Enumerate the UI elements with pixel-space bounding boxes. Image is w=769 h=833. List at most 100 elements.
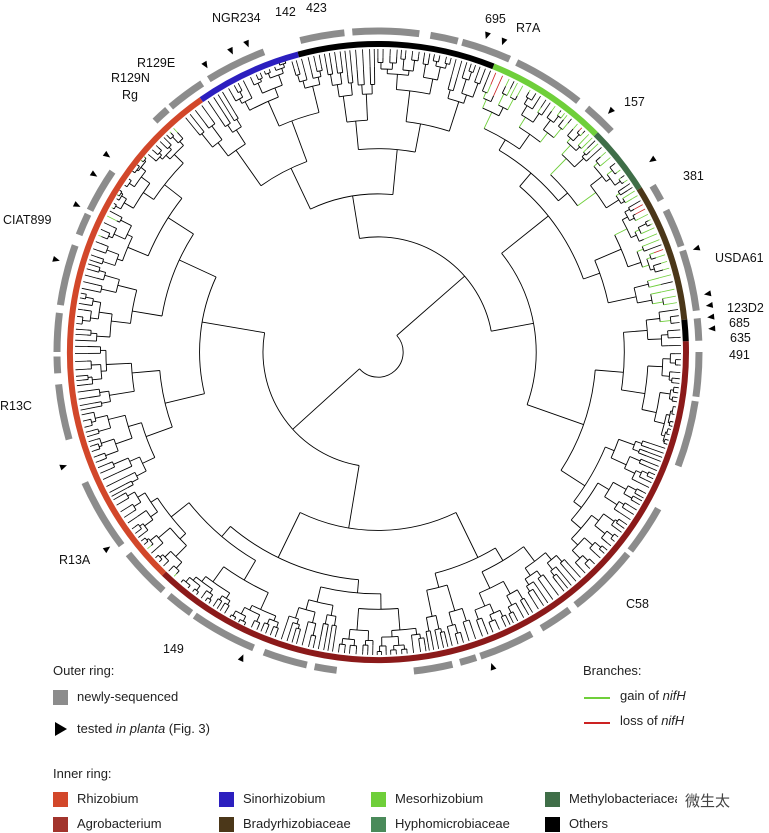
tree-stem <box>631 478 638 483</box>
tree-stem <box>438 57 440 62</box>
tree-node-arc <box>339 643 346 646</box>
tree-node-arc <box>391 627 416 631</box>
tree-leaf-branch <box>660 261 668 264</box>
tree-leaf-branch <box>650 472 656 476</box>
tree-stem <box>606 170 613 175</box>
tree-node-arc <box>433 60 439 63</box>
tree-leaf-branch <box>418 51 420 57</box>
swatch-bradyrhizobiaceae <box>219 817 234 832</box>
tree-node-arc <box>509 96 516 101</box>
tree-stem <box>519 172 532 187</box>
tree-stem <box>244 101 251 111</box>
tree-stem <box>630 208 635 212</box>
tree-leaf-branch <box>143 156 146 159</box>
tree-stem <box>642 244 647 247</box>
tree-node-arc <box>524 552 546 569</box>
tested-triangle-marker <box>485 31 491 40</box>
tree-node-arc <box>170 550 183 563</box>
tree-stem <box>581 142 588 149</box>
tree-node-arc <box>262 84 283 94</box>
tree-stem <box>500 616 504 620</box>
tree-stem <box>196 591 199 595</box>
tree-leaf-branch <box>674 382 680 384</box>
tree-stem <box>655 269 664 273</box>
tree-leaf-branch <box>592 561 595 565</box>
outer-ring-block <box>192 612 255 652</box>
tree-leaf-branch <box>559 571 572 586</box>
tested-triangle-marker <box>708 325 716 332</box>
tree-stem <box>177 132 184 139</box>
tree-stem <box>260 75 263 79</box>
tree-leaf-branch <box>250 77 254 83</box>
tree-stem <box>640 458 650 463</box>
tree-leaf-branch <box>323 637 327 651</box>
tree-stem <box>227 124 233 133</box>
tree-leaf-branch <box>563 567 577 582</box>
tree-node-arc <box>666 428 669 435</box>
tree-node-arc <box>221 595 231 602</box>
tree-node-arc <box>571 537 585 551</box>
tree-leaf-branch <box>280 620 288 640</box>
tree-stem <box>523 597 530 607</box>
tree-stem <box>526 585 531 592</box>
tree-leaf-branch <box>85 430 92 433</box>
tree-stem <box>489 603 495 614</box>
tree-stem <box>646 257 651 260</box>
tree-node-arc <box>235 96 243 102</box>
tree-node-arc <box>426 615 437 618</box>
tree-stem <box>576 130 580 134</box>
tested-triangle-marker <box>607 106 615 114</box>
tree-leaf-branch <box>155 145 159 148</box>
tree-stem <box>347 74 349 84</box>
tree-node-arc <box>604 482 614 498</box>
tree-stem <box>192 576 197 581</box>
tree-node-arc <box>387 73 409 76</box>
tree-stem <box>629 456 641 462</box>
tree-node-arc <box>169 145 184 160</box>
tree-leaf-branch <box>419 645 421 653</box>
tree-node-arc <box>145 510 154 521</box>
tree-stem <box>240 607 245 615</box>
tree-stem <box>353 639 356 646</box>
tree-stem <box>302 80 306 89</box>
tree-stem <box>118 215 123 218</box>
tree-node-arc <box>223 566 269 594</box>
tree-stem <box>536 570 542 577</box>
watermark-text: 微生太 <box>683 790 733 811</box>
tree-leaf-branch <box>344 50 348 75</box>
tree-stem <box>81 374 88 377</box>
tree-leaf-branch <box>189 114 202 129</box>
tree-stem <box>236 119 242 128</box>
tree-stem <box>101 401 111 404</box>
tree-leaf-branch <box>116 194 119 196</box>
tree-leaf-branch <box>169 131 172 134</box>
tree-stem <box>550 570 555 576</box>
tree-leaf-branch <box>647 451 663 458</box>
tree-stem <box>429 78 434 95</box>
tree-stem <box>98 250 106 254</box>
tree-stem <box>269 70 271 73</box>
tree-node-arc <box>406 121 450 132</box>
tree-node-arc <box>560 369 596 471</box>
tree-leaf-branch <box>173 128 178 133</box>
tree-leaf-branch <box>107 215 117 222</box>
tree-leaf-branch <box>510 81 515 89</box>
tree-leaf-branch <box>540 99 547 108</box>
tree-node-arc <box>125 492 130 499</box>
tree-leaf-branch <box>91 449 96 452</box>
tree-node-arc <box>567 135 574 142</box>
tree-stem <box>112 226 117 229</box>
tree-node-arc <box>104 453 108 459</box>
tree-leaf-branch <box>612 539 615 542</box>
tree-stem <box>330 63 334 75</box>
tree-stem <box>443 631 447 639</box>
tree-leaf-branch <box>645 239 660 246</box>
tree-leaf-branch <box>78 303 85 305</box>
tree-leaf-branch <box>75 339 91 342</box>
tree-node-arc <box>621 219 632 238</box>
tested-triangle-marker <box>237 654 244 662</box>
tree-stem <box>293 68 297 76</box>
tree-stem <box>625 198 633 204</box>
tree-stem <box>259 78 262 82</box>
tree-stem <box>304 72 308 80</box>
